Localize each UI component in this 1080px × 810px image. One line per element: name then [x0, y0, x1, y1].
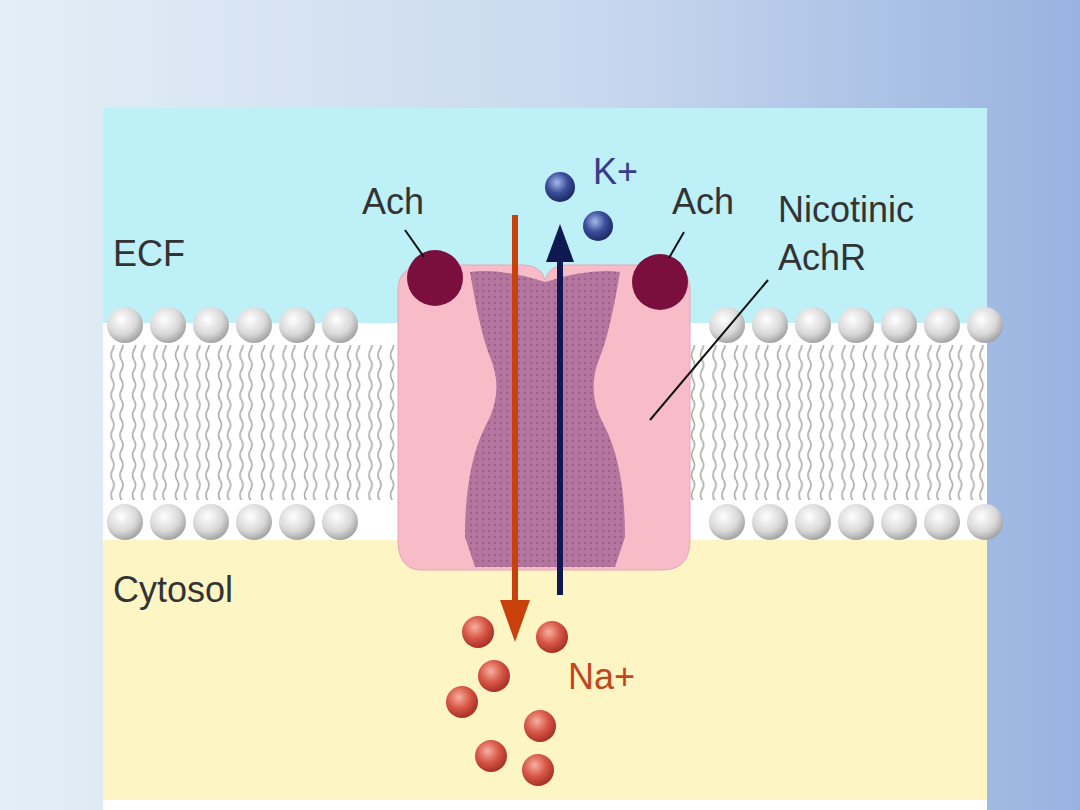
lipid-head	[838, 307, 874, 343]
ach-molecule	[632, 254, 688, 310]
lipid-head	[150, 504, 186, 540]
lipid-head	[967, 504, 1003, 540]
lipid-head	[752, 504, 788, 540]
receptor-body	[398, 265, 690, 570]
k-arrow	[557, 258, 563, 595]
lipid-head	[236, 307, 272, 343]
ion-label: K+	[593, 150, 638, 193]
lipid-head	[322, 307, 358, 343]
leader-line	[650, 280, 768, 420]
lipid-head	[881, 504, 917, 540]
region-label: ECF	[113, 232, 185, 275]
molecule-label: Ach	[672, 180, 734, 223]
lipid-head	[193, 504, 229, 540]
receptor-channel	[465, 271, 625, 567]
cytosol-region	[103, 540, 987, 800]
na-arrowhead	[500, 600, 530, 642]
k-ion	[545, 172, 575, 202]
ion-label: Na+	[568, 655, 635, 698]
k-arrowhead	[546, 224, 574, 262]
lipid-head	[881, 307, 917, 343]
molecule-label: Ach	[362, 180, 424, 223]
lipid-head	[107, 307, 143, 343]
k-ion	[583, 211, 613, 241]
lipid-head	[150, 307, 186, 343]
lipid-head	[924, 307, 960, 343]
lipid-head	[322, 504, 358, 540]
leader-line	[405, 230, 424, 257]
figure-ground	[103, 108, 987, 810]
lipid-head	[924, 504, 960, 540]
lipid-head	[279, 307, 315, 343]
lipid-head	[279, 504, 315, 540]
lipid-head	[752, 307, 788, 343]
lipid-head	[967, 307, 1003, 343]
na-arrow	[512, 215, 518, 605]
receptor-label: Nicotinic AchR	[778, 186, 968, 282]
lipid-head	[107, 504, 143, 540]
lipid-head	[795, 504, 831, 540]
ach-molecule	[407, 250, 463, 306]
leader-line	[669, 232, 684, 258]
lipid-head	[193, 307, 229, 343]
lipid-head	[709, 504, 745, 540]
lipid-head	[838, 504, 874, 540]
lipid-head	[236, 504, 272, 540]
lipid-head	[795, 307, 831, 343]
region-label: Cytosol	[113, 568, 233, 611]
na-ions	[446, 616, 568, 786]
